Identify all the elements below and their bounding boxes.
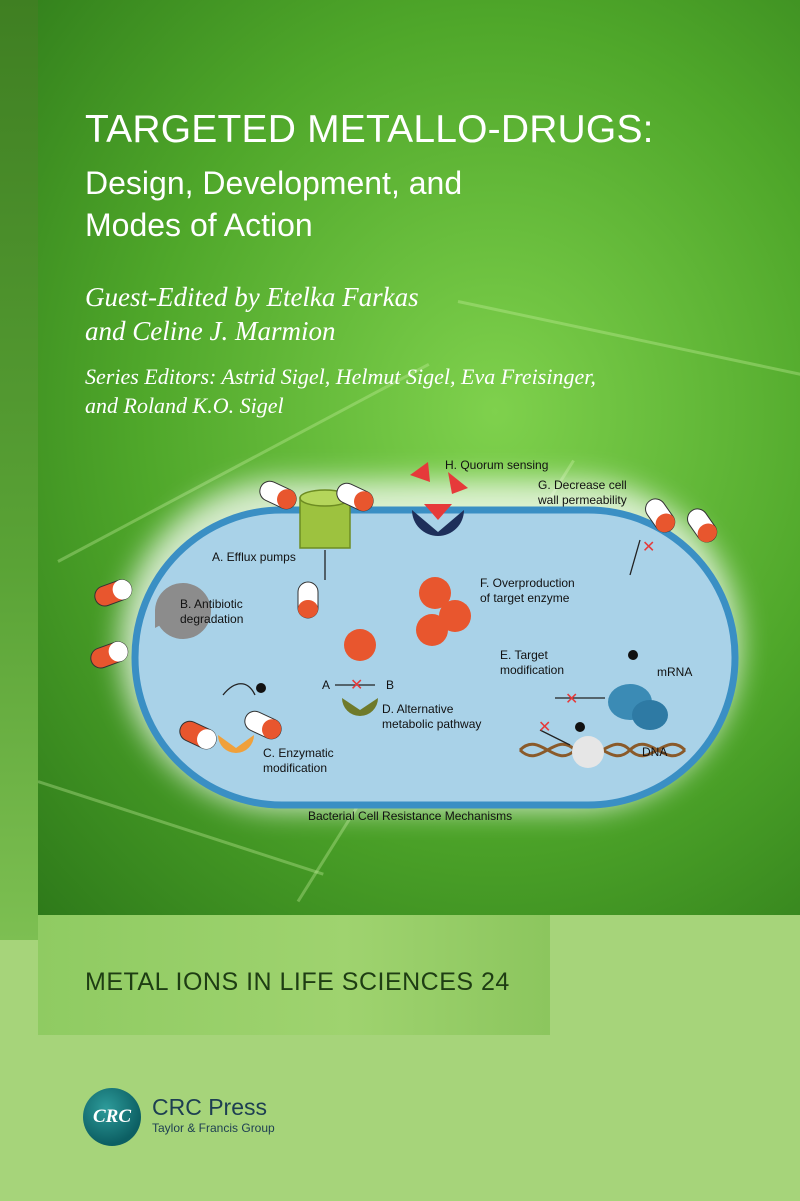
book-title: TARGETED METALLO-DRUGS: <box>85 108 654 151</box>
resistance-mechanisms-diagram: ✕ ✕ ✕ ✕ A. Efflux pumps B. Antibiotic degra… <box>90 458 740 823</box>
label-overproduction: F. Overproduction <box>480 576 575 590</box>
quorum-receptor-icon <box>410 462 468 536</box>
label-quorum-sensing: H. Quorum sensing <box>445 458 548 472</box>
series-band <box>38 915 550 1035</box>
antibiotic-capsule-icons <box>90 480 718 750</box>
svg-text:✕: ✕ <box>565 691 578 708</box>
label-node-b: B <box>386 678 394 692</box>
label-mrna: mRNA <box>657 665 692 679</box>
label-efflux-pumps: A. Efflux pumps <box>212 550 296 564</box>
label-node-a: A <box>322 678 330 692</box>
pathway-arrows <box>222 539 641 746</box>
label-antibiotic: B. Antibiotic <box>180 597 243 611</box>
svg-text:✕: ✕ <box>350 677 363 694</box>
book-subtitle-line-1: Design, Development, and <box>85 165 463 201</box>
label-wall-permeability: wall permeability <box>537 493 627 507</box>
label-decrease-cell: G. Decrease cell <box>538 478 627 492</box>
modifying-enzyme-icon <box>218 735 254 753</box>
guest-editors-line-2: and Celine J. Marmion <box>85 316 336 346</box>
series-editors-line-1: Series Editors: Astrid Sigel, Helmut Sig… <box>85 364 596 389</box>
series-editors-line-2: and Roland K.O. Sigel <box>85 393 284 418</box>
label-target-enzyme: of target enzyme <box>480 591 570 605</box>
publisher-name: CRC Press <box>152 1094 268 1120</box>
label-metabolic-pathway: metabolic pathway <box>382 717 481 731</box>
label-degradation: degradation <box>180 612 243 626</box>
diagram-caption: Bacterial Cell Resistance Mechanisms <box>308 809 512 823</box>
crc-logo-icon: CRC <box>83 1088 141 1146</box>
degradation-enzyme-icon <box>155 583 211 639</box>
crc-logo-text: CRC <box>92 1106 132 1127</box>
label-enzymatic: C. Enzymatic <box>263 746 334 760</box>
ribosome-icon <box>608 684 668 730</box>
label-alternative: D. Alternative <box>382 702 454 716</box>
guest-editors-line-1: Guest-Edited by Etelka Farkas <box>85 282 419 312</box>
alternative-enzyme-icon <box>341 698 379 717</box>
label-target-modification: modification <box>500 663 564 677</box>
efflux-pump-icon <box>299 489 351 549</box>
publisher-group: Taylor & Francis Group <box>152 1121 275 1135</box>
label-target: E. Target <box>500 648 548 662</box>
label-dna: DNA <box>642 745 667 759</box>
series-title: METAL IONS IN LIFE SCIENCES 24 <box>85 968 510 996</box>
left-edge-strip <box>0 0 38 940</box>
book-subtitle-line-2: Modes of Action <box>85 207 313 243</box>
target-enzyme-icons <box>344 577 471 661</box>
svg-text:✕: ✕ <box>642 539 655 556</box>
blocked-marks: ✕ ✕ ✕ ✕ <box>350 539 655 736</box>
label-modification: modification <box>263 761 327 775</box>
svg-text:✕: ✕ <box>538 719 551 736</box>
